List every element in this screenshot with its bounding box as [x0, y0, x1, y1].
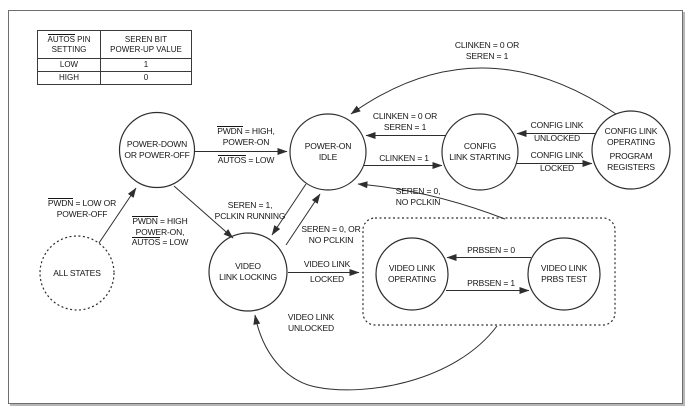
label-idle-to-video-link-locking: SEREN = 1,PCLKIN RUNNING: [214, 200, 286, 221]
state-label-all-states: ALL STATES: [53, 268, 101, 278]
label-prbsen-0: PRBSEN = 0: [467, 245, 515, 255]
state-power-on-idle-circle: [289, 113, 367, 191]
label-idle-to-config-link-starting: CLINKEN = 1: [379, 153, 429, 163]
table-cell: HIGH: [37, 71, 101, 85]
state-video-link-prbs-circle: [527, 237, 601, 311]
arrow-power-down-to-video-link-locking: [173, 185, 234, 239]
arrow-all-states-to-power-down: [98, 187, 137, 244]
label-group-box-to-idle: SEREN = 0,NO PCLKIN: [395, 186, 441, 207]
arrow-group-box-to-idle-arc: [357, 181, 506, 220]
table-header-autos-pin: AUTOS PIN SETTING: [37, 30, 101, 59]
label-prbsen-1: PRBSEN = 1: [467, 278, 515, 288]
state-power-down-circle: [118, 111, 196, 189]
arrow-group-box-to-video-link-locking-arc: [253, 314, 498, 391]
table-row: LOW 1: [37, 58, 192, 72]
arrow-video-link-locking-to-idle: [285, 193, 321, 246]
state-config-link-starting-circle: [441, 113, 519, 191]
state-video-link-operating-circle: [375, 237, 449, 311]
label-power-down-to-idle-bottom: AUTOS = LOW: [217, 154, 275, 165]
table-cell: 0: [100, 71, 192, 85]
table-row: HIGH 0: [37, 71, 192, 85]
state-video-link-locking-circle: [208, 232, 288, 312]
arrow-config-link-operating-to-idle-arc: [350, 67, 617, 115]
label-all-states-to-power-down: PWDN = LOW OR POWER-OFF: [47, 197, 117, 219]
state-config-link-operating-circle: [591, 110, 671, 190]
table-header-seren-bit: SEREN BIT POWER-UP VALUE: [100, 30, 192, 59]
table-cell: 1: [100, 58, 192, 72]
autos-pin-table: AUTOS PIN SETTING SEREN BIT POWER-UP VAL…: [37, 30, 192, 85]
label-power-down-to-video-link-locking: PWDN = HIGH POWER-ON, AUTOS = LOW: [131, 215, 189, 247]
arrow-idle-to-video-link-locking: [271, 183, 307, 236]
label-power-down-to-idle-top: PWDN = HIGH, POWER-ON: [217, 125, 275, 147]
table-cell: LOW: [37, 58, 101, 72]
state-all-states-circle: [39, 235, 115, 311]
